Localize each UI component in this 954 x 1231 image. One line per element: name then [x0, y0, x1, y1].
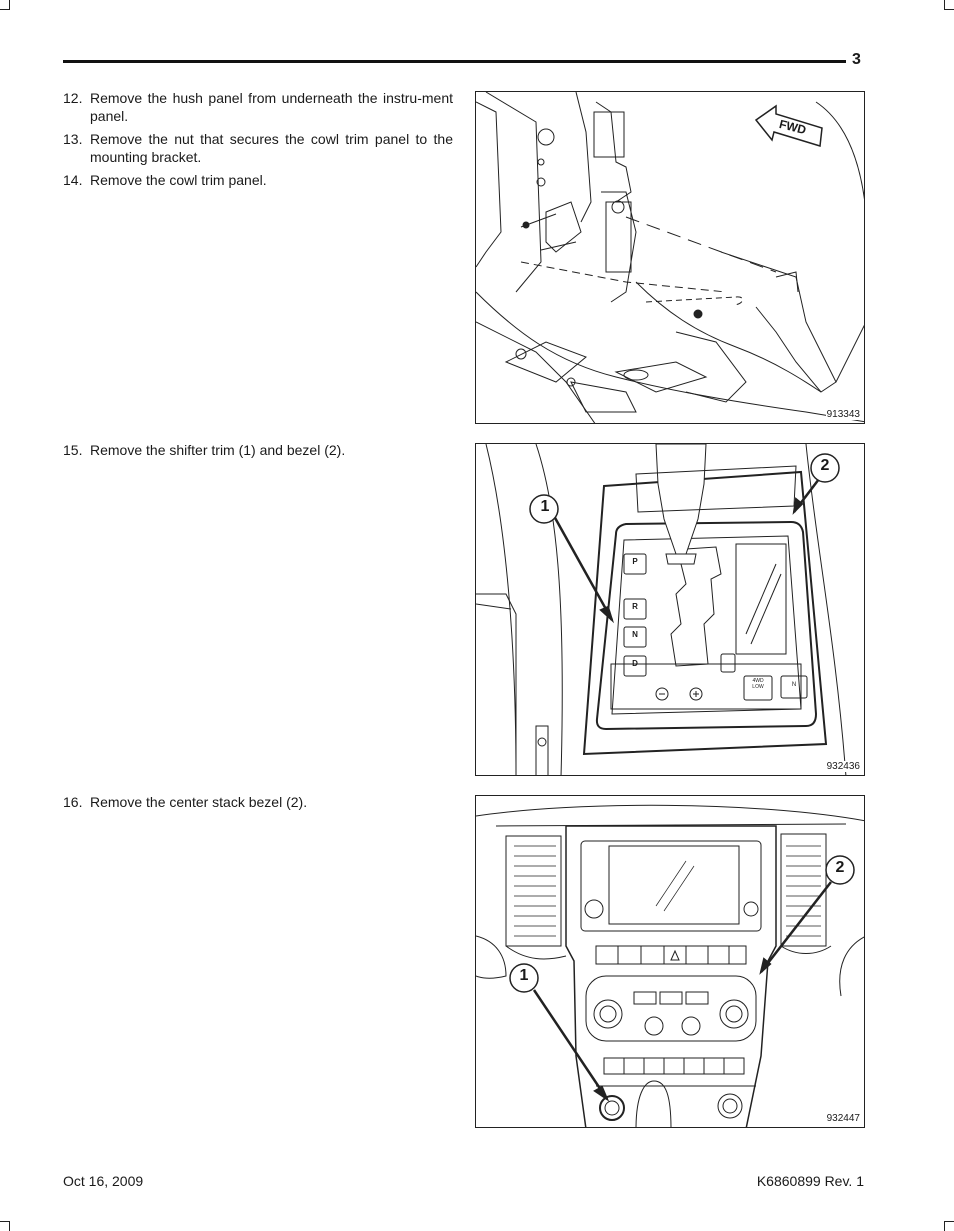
- step-text: Remove the hush panel from underneath th…: [90, 90, 453, 124]
- step-15: 15. Remove the shifter trim (1) and beze…: [63, 441, 453, 459]
- steps-group-2: 15. Remove the shifter trim (1) and beze…: [63, 441, 453, 464]
- gear-p-label: P: [632, 557, 638, 566]
- figure-id: 913343: [825, 409, 861, 420]
- header-rule: [63, 60, 846, 63]
- gear-n-label: N: [632, 630, 638, 639]
- gear-r-label: R: [632, 602, 638, 611]
- btn-n-label: N: [791, 682, 797, 688]
- footer-doc-id: K6860899 Rev. 1: [756, 1173, 864, 1189]
- step-text: Remove the nut that secures the cowl tri…: [90, 131, 453, 165]
- callout-2: 2: [835, 859, 845, 876]
- center-stack-illustration: [476, 804, 864, 1127]
- crop-mark-top-left: [0, 0, 10, 10]
- steps-group-3: 16. Remove the center stack bezel (2).: [63, 793, 453, 816]
- step-text: Remove the cowl trim panel.: [90, 172, 267, 188]
- step-12: 12. Remove the hush panel from underneat…: [63, 89, 453, 125]
- steps-group-1: 12. Remove the hush panel from underneat…: [63, 89, 453, 194]
- footer-date: Oct 16, 2009: [63, 1173, 144, 1189]
- step-number: 13.: [63, 131, 83, 147]
- callout-1: 1: [519, 967, 529, 984]
- step-number: 16.: [63, 794, 83, 810]
- page-number: 3: [852, 51, 861, 68]
- step-number: 12.: [63, 90, 83, 106]
- step-number: 14.: [63, 172, 83, 188]
- btn-4wd-text: 4WD: [752, 678, 764, 684]
- btn-low-text: LOW: [752, 684, 764, 690]
- callout-1: 1: [540, 498, 550, 515]
- callout-2: 2: [820, 457, 830, 474]
- crop-mark-top-right: [944, 0, 954, 10]
- step-13: 13. Remove the nut that secures the cowl…: [63, 130, 453, 166]
- step-text: Remove the center stack bezel (2).: [90, 794, 308, 810]
- shifter-figure: 1 2 P R N D 4WD LOW N 932436: [475, 443, 865, 776]
- step-14: 14. Remove the cowl trim panel.: [63, 171, 453, 189]
- crop-mark-bottom-left: [0, 1221, 10, 1231]
- step-text: Remove the shifter trim (1) and bezel (2…: [90, 442, 346, 458]
- shifter-illustration: [476, 444, 847, 775]
- crop-mark-bottom-right: [944, 1221, 954, 1231]
- center-stack-figure: 1 2 932447: [475, 795, 865, 1128]
- figure-id: 932436: [825, 761, 861, 772]
- gear-d-label: D: [632, 659, 638, 668]
- cowl-trim-figure: FWD 913343: [475, 91, 865, 424]
- step-number: 15.: [63, 442, 83, 458]
- figure-id: 932447: [825, 1113, 861, 1124]
- btn-4wd-label: 4WD LOW: [744, 678, 772, 690]
- cowl-trim-illustration: [476, 92, 864, 423]
- step-16: 16. Remove the center stack bezel (2).: [63, 793, 453, 811]
